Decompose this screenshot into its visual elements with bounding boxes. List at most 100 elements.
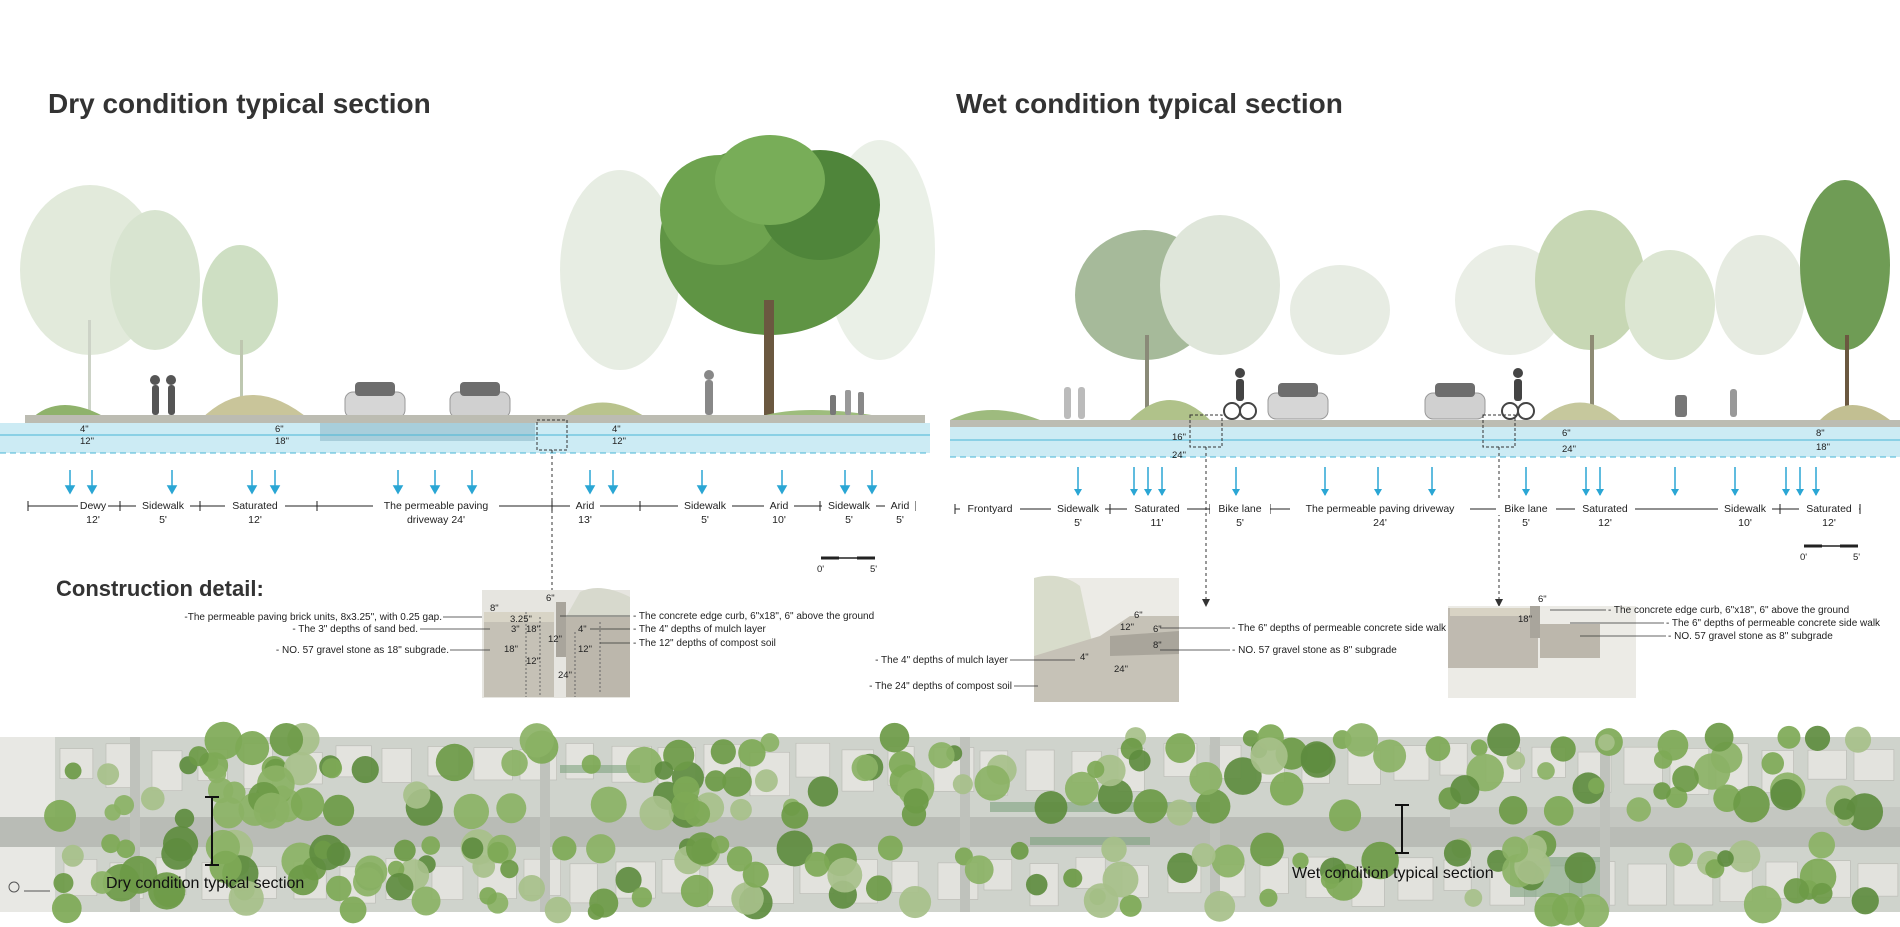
note-permeable-concrete: - The 6" depths of permeable concrete si… <box>1232 623 1447 634</box>
segment-width: 11' <box>1151 517 1164 529</box>
depth-label: 18" <box>1816 442 1830 453</box>
tree-canopy <box>518 874 545 902</box>
tree-canopy <box>586 834 616 864</box>
tree-canopy <box>1292 852 1309 869</box>
tree-canopy <box>1464 888 1483 907</box>
tree-canopy <box>742 861 769 888</box>
tree-canopy <box>1097 779 1133 814</box>
depth-label: 18" <box>275 436 289 447</box>
detail-dim: 6" <box>1538 594 1547 605</box>
tree-canopy <box>903 788 929 814</box>
tree-canopy <box>1550 736 1576 762</box>
tree-canopy <box>1344 723 1379 757</box>
tree-canopy <box>290 787 325 821</box>
background-trees <box>1075 180 1890 415</box>
tree-canopy <box>148 872 186 910</box>
tree-canopy <box>1833 798 1856 820</box>
car-icon <box>1267 383 1486 420</box>
tree-canopy <box>1777 725 1801 749</box>
tree-canopy <box>421 836 441 855</box>
tree-canopy <box>161 838 193 870</box>
segment-width: 12' <box>86 514 100 526</box>
tree-canopy <box>1672 765 1699 793</box>
construction-detail-title: Construction detail: <box>56 576 264 601</box>
aerial-plan-map <box>0 721 1900 927</box>
tree-canopy <box>731 882 764 915</box>
tree-canopy <box>1128 749 1151 772</box>
tree-canopy <box>1728 840 1761 873</box>
wet-construction-detail-left: 6" 12" 6" 8" 4" 24" - The 6" depths of p… <box>869 575 1447 702</box>
tree-canopy <box>1320 870 1340 890</box>
tree-canopy <box>710 739 736 765</box>
detail-dim: 12" <box>578 644 592 655</box>
segment-name: The permeable paving <box>384 500 489 512</box>
tree-canopy <box>1425 736 1451 762</box>
tree-canopy <box>1269 772 1304 806</box>
tree-canopy <box>663 739 695 771</box>
tree-canopy <box>671 791 700 821</box>
segment-width: 24' <box>1373 517 1387 529</box>
tree-canopy <box>680 874 714 908</box>
tree-canopy <box>1165 733 1196 763</box>
tree-canopy <box>188 746 209 767</box>
segment-name: Saturated <box>1582 503 1628 515</box>
depth-label: 24" <box>1172 450 1186 461</box>
tree-canopy <box>1717 850 1734 867</box>
segment-name: Saturated <box>1806 503 1852 515</box>
detail-dim: 4" <box>1080 652 1089 663</box>
tree-canopy <box>339 896 367 924</box>
segment-width: 5' <box>1236 517 1244 529</box>
note-gravel: - NO. 57 gravel stone as 8" subgrade <box>1668 631 1833 642</box>
tree-canopy <box>479 887 497 905</box>
segment-width: 12' <box>1822 517 1836 529</box>
detail-dim: 24" <box>558 670 572 681</box>
infiltration-arrows <box>1074 467 1820 496</box>
scale-start: 0' <box>1800 552 1807 563</box>
detail-dim: 4" <box>578 624 587 635</box>
tree-canopy <box>827 857 863 893</box>
segment-name: Arid <box>576 500 595 512</box>
segment-width: 10' <box>772 514 786 526</box>
tree-canopy <box>1470 739 1488 757</box>
tree-canopy <box>639 795 674 831</box>
tree-canopy <box>730 798 752 821</box>
tree-canopy <box>1373 739 1407 773</box>
tree-canopy <box>53 872 74 893</box>
north-arrow-icon <box>8 881 50 893</box>
tree-canopy <box>964 855 994 885</box>
tree-canopy <box>1564 852 1596 884</box>
tree-canopy <box>1101 836 1127 863</box>
tree-canopy <box>1498 796 1528 825</box>
tree-canopy <box>804 851 830 877</box>
note-compost: - The 24" depths of compost soil <box>869 681 1012 692</box>
tree-canopy <box>654 761 674 780</box>
note-gravel: - NO. 57 gravel stone as 18" subgrade. <box>276 645 449 656</box>
detail-dim: 12" <box>526 656 540 667</box>
depth-label: 6" <box>275 424 284 435</box>
tree-canopy <box>1204 890 1236 922</box>
tree-canopy <box>1133 789 1168 824</box>
tree-canopy <box>1543 796 1574 826</box>
tree-canopy <box>1574 893 1610 927</box>
tree-canopy <box>1502 836 1529 863</box>
tree-canopy <box>544 896 572 924</box>
note-compost: - The 12" depths of compost soil <box>633 638 776 649</box>
tree-canopy <box>1259 888 1278 907</box>
segment-name: Sidewalk <box>1057 503 1100 515</box>
note-mulch: - The 4" depths of mulch layer <box>633 624 767 635</box>
note-brick: -The permeable paving brick units, 8x3.2… <box>184 612 442 623</box>
tree-canopy <box>1329 799 1362 832</box>
tree-canopy <box>1025 873 1048 896</box>
segment-name: Arid <box>770 500 789 512</box>
detail-dim: 24" <box>1114 664 1128 675</box>
tree-canopy <box>1743 885 1782 924</box>
tree-canopy <box>223 781 246 804</box>
detail-dim: 6" <box>546 593 555 604</box>
tree-canopy <box>1211 844 1245 878</box>
tree-canopy <box>1693 753 1731 790</box>
tree-canopy <box>519 723 555 758</box>
detail-dim: 18" <box>504 644 518 655</box>
tree-canopy <box>326 842 351 867</box>
